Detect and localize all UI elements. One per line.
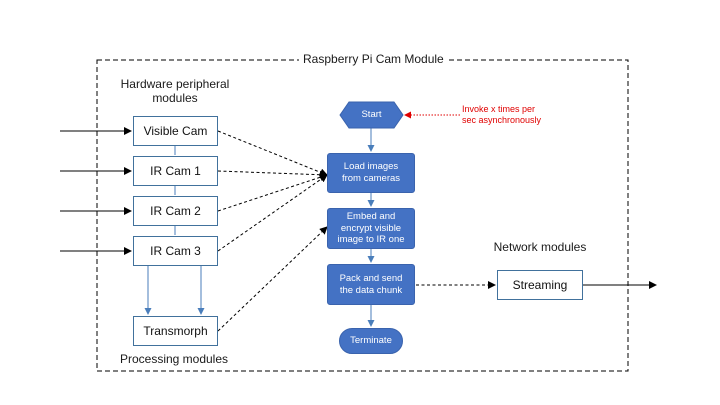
start-node-label: Start: [361, 109, 382, 120]
hardware-modules-label: Hardware peripheral modules: [105, 77, 245, 106]
streaming-box: Streaming: [497, 270, 583, 300]
ir-cam-1-box: IR Cam 1: [133, 156, 218, 186]
dashed-arrow-ir3-to-load: [217, 174, 328, 252]
hardware-modules-label-line2: modules: [152, 91, 198, 106]
pack-send-node: Pack and send the data chunk: [327, 264, 415, 305]
embed-encrypt-line2: encrypt visible: [340, 222, 402, 234]
start-node-shape: [339, 101, 404, 129]
invoke-note-line1: Invoke x times per: [462, 104, 536, 114]
load-images-node: Load images from cameras: [327, 153, 415, 193]
processing-modules-label: Processing modules: [119, 352, 229, 366]
pack-send-line1: Pack and send: [339, 272, 403, 284]
ir-cam-2-box: IR Cam 2: [133, 196, 218, 226]
transmorph-box: Transmorph: [133, 316, 218, 346]
hardware-modules-label-line1: Hardware peripheral: [120, 77, 230, 91]
load-images-line2: from cameras: [341, 173, 401, 184]
embed-encrypt-node: Embed and encrypt visible image to IR on…: [327, 208, 415, 249]
pack-send-line2: the data chunk: [339, 284, 403, 296]
network-modules-label: Network modules: [493, 240, 587, 254]
embed-encrypt-line1: Embed and: [346, 210, 396, 222]
visible-cam-box: Visible Cam: [133, 116, 218, 146]
dashed-arrow-ir2-to-load: [217, 173, 328, 212]
dashed-arrow-visible-to-load: [217, 130, 328, 177]
invoke-note-line2: sec asynchronously: [462, 115, 542, 126]
invoke-note: Invoke x times per sec asynchronously: [462, 104, 541, 127]
embed-encrypt-line3: image to IR one: [337, 234, 405, 246]
dashed-arrow-transmorph-to-embed: [217, 226, 328, 332]
container-title: Raspberry Pi Cam Module: [299, 52, 448, 66]
terminate-node: Terminate: [339, 328, 403, 354]
load-images-line1: Load images: [343, 161, 399, 173]
ir-cam-3-box: IR Cam 3: [133, 236, 218, 266]
dashed-arrow-ir1-to-load: [217, 170, 328, 179]
